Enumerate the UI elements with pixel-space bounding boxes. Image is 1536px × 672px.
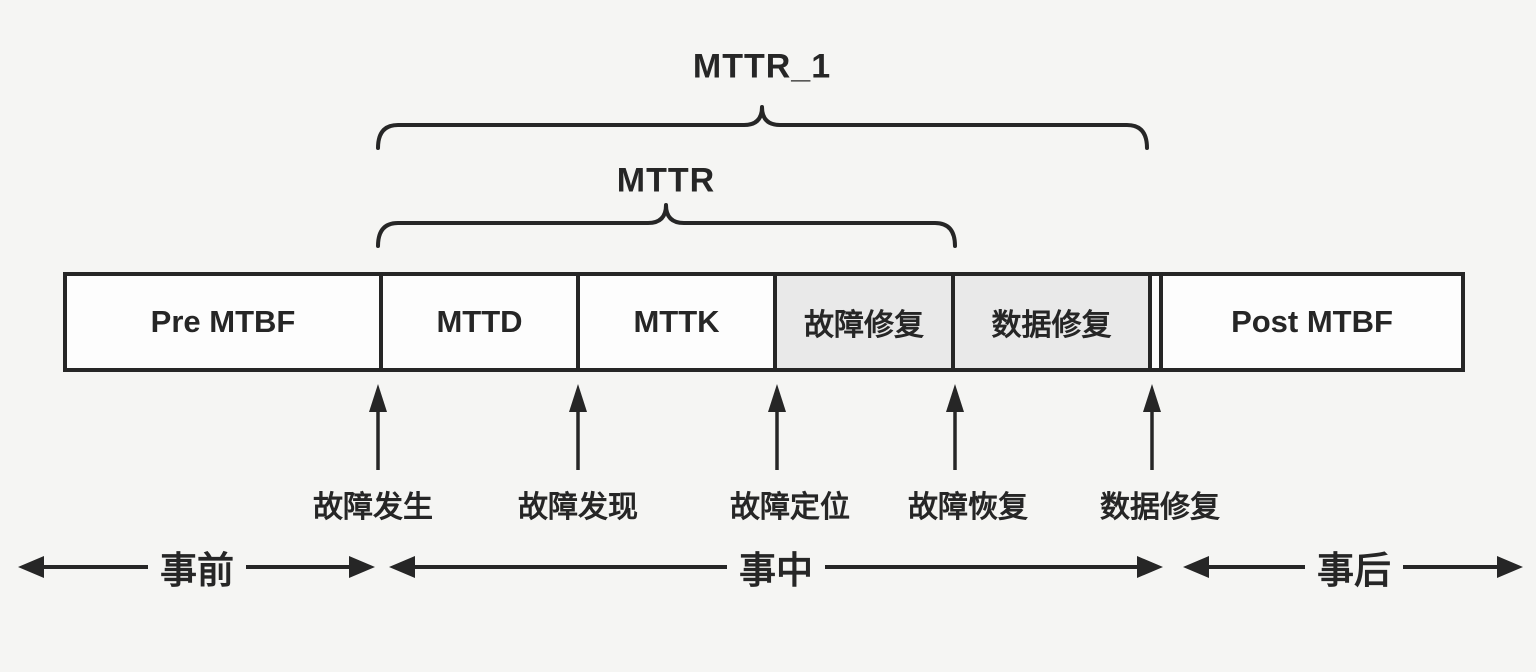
segment-mttd: MTTD — [383, 276, 580, 368]
event-label-fault-occurs: 故障发生 — [313, 491, 433, 524]
mttr1-brace-label: MTTR_1 — [692, 47, 832, 86]
segment-pre-mtbf: Pre MTBF — [67, 276, 383, 368]
mttr-brace-label: MTTR — [616, 161, 716, 200]
event-label-data-repaired: 数据修复 — [1100, 491, 1220, 524]
event-arrow-fault-detected — [569, 384, 587, 470]
event-arrow-data-repaired — [1143, 384, 1161, 470]
event-label-fault-recovered: 故障恢复 — [908, 491, 1028, 524]
event-arrow-fault-recovered — [946, 384, 964, 470]
phase-label-during: 事中 — [727, 540, 825, 594]
segment-fault-repair: 故障修复 — [777, 276, 955, 368]
event-arrow-fault-located — [768, 384, 786, 470]
segment-post-mtbf: Post MTBF — [1159, 276, 1461, 368]
segment-divider — [1152, 276, 1159, 368]
timeline-bar: Pre MTBF MTTD MTTK 故障修复 数据修复 Post MTBF — [63, 272, 1465, 372]
mttr-brace — [376, 203, 957, 248]
event-arrow-fault-occurs — [369, 384, 387, 470]
segment-mttk: MTTK — [580, 276, 777, 368]
event-label-fault-located: 故障定位 — [730, 491, 850, 524]
mttr1-brace — [376, 105, 1149, 150]
phase-label-after: 事后 — [1305, 540, 1403, 594]
event-label-fault-detected: 故障发现 — [518, 491, 638, 524]
segment-data-repair: 数据修复 — [955, 276, 1152, 368]
phase-label-before: 事前 — [148, 540, 246, 594]
